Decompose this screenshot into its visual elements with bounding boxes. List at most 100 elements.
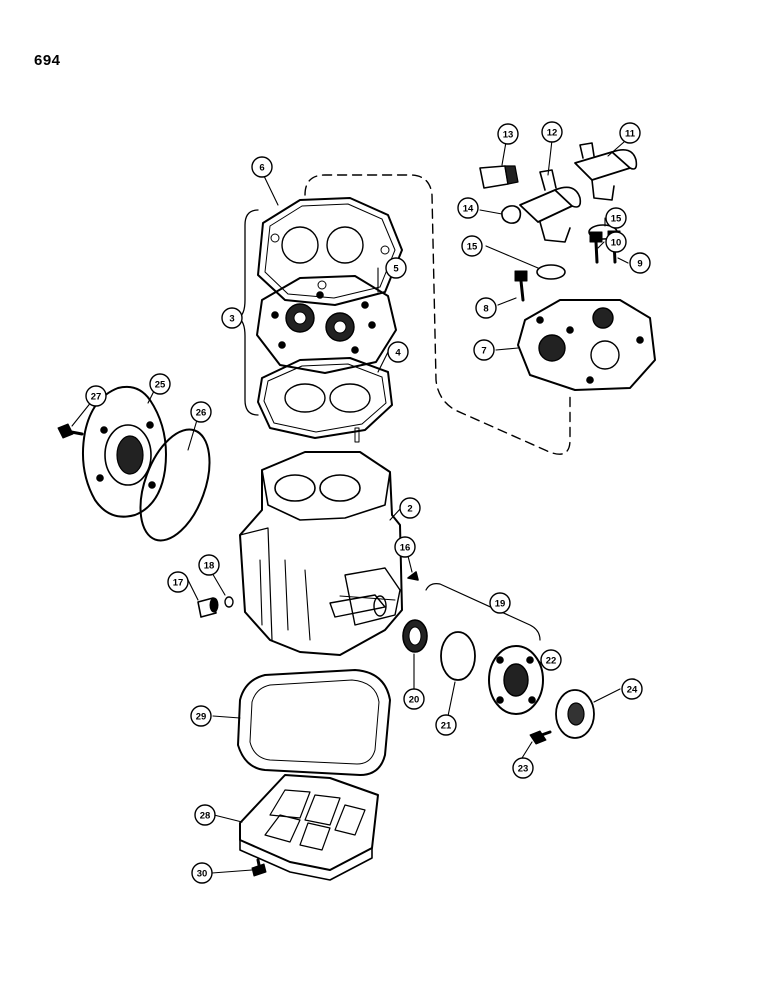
callout-circle <box>394 536 416 558</box>
callout-15b: 15 <box>605 207 627 229</box>
compressor-body <box>239 451 403 656</box>
callout-label: 2 <box>407 504 412 515</box>
callout-26: 26 <box>190 401 212 423</box>
callout-label: 23 <box>518 764 529 775</box>
callout-label: 11 <box>625 129 636 140</box>
callout-circle <box>198 554 220 576</box>
callout-29: 29 <box>190 705 212 727</box>
callout-15a: 15 <box>461 235 483 257</box>
callout-label: 13 <box>503 130 514 141</box>
callout-label: 22 <box>546 656 557 667</box>
callout-circle <box>629 252 651 274</box>
base-plate-screw <box>251 858 267 877</box>
end-plate-screw <box>57 423 84 439</box>
callout-label: 30 <box>197 869 208 880</box>
callout-circle <box>475 297 497 319</box>
callout-3: 3 <box>221 307 243 329</box>
callout-circle <box>605 207 627 229</box>
callout-label: 10 <box>611 238 622 249</box>
callout-circle <box>85 385 107 407</box>
callout-21: 21 <box>435 714 457 736</box>
fitting-o-ring-a <box>536 264 566 280</box>
callout-circle <box>605 231 627 253</box>
callout-circle <box>194 804 216 826</box>
dowel-pin <box>354 427 360 443</box>
callout-25: 25 <box>149 373 171 395</box>
callout-label: 20 <box>409 695 420 706</box>
callout-5: 5 <box>385 257 407 279</box>
bracket-19 <box>425 583 541 641</box>
callout-2: 2 <box>399 497 421 519</box>
plug-o-ring <box>224 596 234 608</box>
callout-label: 9 <box>637 259 642 270</box>
cylinder-head <box>517 299 656 391</box>
callout-16: 16 <box>394 536 416 558</box>
seal-plate <box>488 645 544 715</box>
callout-22: 22 <box>540 649 562 671</box>
callout-circle <box>489 592 511 614</box>
callout-label: 6 <box>259 163 264 174</box>
valve-adapter-13 <box>479 165 519 189</box>
callout-label: 24 <box>627 685 638 696</box>
callout-12: 12 <box>541 121 563 143</box>
valve-plate <box>256 275 397 374</box>
callout-circle <box>385 257 407 279</box>
valve-cap <box>501 205 522 224</box>
woodruff-key <box>407 571 419 581</box>
callout-10: 10 <box>605 231 627 253</box>
callout-circle <box>473 339 495 361</box>
callout-circle <box>190 401 212 423</box>
callout-14: 14 <box>457 197 479 219</box>
callout-20: 20 <box>403 688 425 710</box>
callout-label: 26 <box>196 408 207 419</box>
page-number: 694 <box>34 52 61 69</box>
shaft-seal <box>402 619 428 653</box>
service-valve-12 <box>519 169 582 243</box>
seal-plate-screw <box>529 730 552 745</box>
callout-19: 19 <box>489 592 511 614</box>
callout-label: 18 <box>204 561 215 572</box>
callout-circle <box>190 705 212 727</box>
callout-9: 9 <box>629 252 651 274</box>
callout-circle <box>167 571 189 593</box>
callout-label: 12 <box>547 128 558 139</box>
callout-18: 18 <box>198 554 220 576</box>
callout-label: 3 <box>229 314 234 325</box>
callout-circle <box>621 678 643 700</box>
dust-cover <box>555 689 595 739</box>
callout-label: 29 <box>196 712 207 723</box>
callout-24: 24 <box>621 678 643 700</box>
base-plate <box>239 774 379 881</box>
service-valve-11 <box>574 142 638 201</box>
callout-circle <box>435 714 457 736</box>
callout-label: 4 <box>395 348 401 359</box>
callouts: 2345678910111213141515161718192021222324… <box>85 121 651 884</box>
callout-label: 14 <box>463 204 474 215</box>
callout-circle <box>497 123 519 145</box>
callout-label: 8 <box>483 304 488 315</box>
callout-label: 17 <box>173 578 184 589</box>
callout-label: 28 <box>200 811 211 822</box>
callout-17: 17 <box>167 571 189 593</box>
callout-13: 13 <box>497 123 519 145</box>
seal-plate-o-ring <box>440 631 476 681</box>
end-plate-o-ring <box>139 428 211 542</box>
callout-23: 23 <box>512 757 534 779</box>
callout-circle <box>251 156 273 178</box>
callout-circle <box>541 121 563 143</box>
callout-circle <box>619 122 641 144</box>
cylinder-gasket <box>257 357 393 439</box>
callout-7: 7 <box>473 339 495 361</box>
callout-label: 27 <box>91 392 102 403</box>
callout-circle <box>403 688 425 710</box>
rear-end-plate <box>82 385 167 518</box>
callout-circle <box>221 307 243 329</box>
callout-circle <box>149 373 171 395</box>
callout-label: 7 <box>481 346 486 357</box>
oil-plug <box>197 597 219 618</box>
callout-8: 8 <box>475 297 497 319</box>
callout-circle <box>387 341 409 363</box>
callout-28: 28 <box>194 804 216 826</box>
callout-circle <box>512 757 534 779</box>
